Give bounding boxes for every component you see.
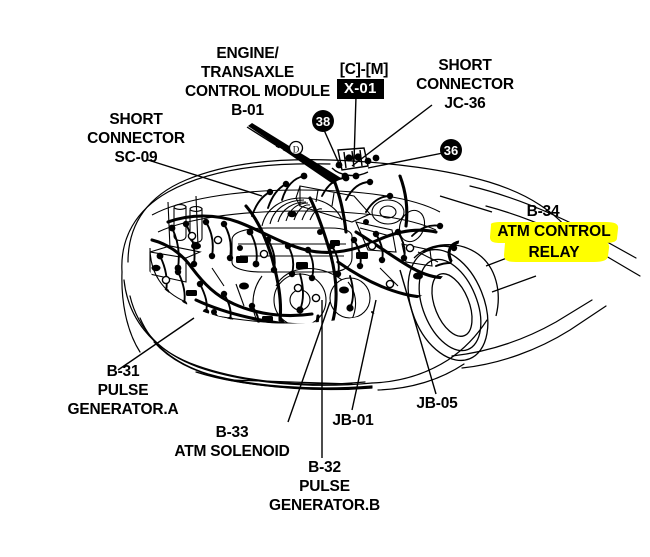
leader-jc36 (351, 104, 433, 167)
label-atm-control-relay-highlighted: ATM CONTROL RELAY (488, 221, 620, 265)
label-b34: B-34 (526, 203, 560, 220)
label-short-connector-jc36: SHORT CONNECTOR JC-36 (416, 57, 514, 112)
label-engine-transaxle-control-module: ENGINE/ TRANSAXLE CONTROL MODULE B-01 (185, 45, 331, 119)
label-c-m: [C]-[M] (339, 61, 389, 78)
label-b31-pulse-generator-a: B-31 PULSE GENERATOR.A (67, 363, 179, 418)
label-short-connector-sc09: SHORT CONNECTOR SC-09 (87, 111, 185, 166)
leader-38 (323, 129, 342, 169)
leader-b31 (117, 317, 195, 371)
top-connector-cluster (331, 147, 380, 180)
leader-b33 (287, 301, 331, 423)
engine-bay-components (149, 172, 460, 324)
callout-36: 36 (440, 139, 462, 161)
leader-b34 (439, 195, 493, 213)
leader-36 (367, 151, 449, 169)
atm-control-relay-text: ATM CONTROL RELAY (497, 223, 611, 261)
label-jb01: JB-01 (332, 412, 374, 429)
leader-lines (117, 95, 493, 458)
label-b32-pulse-generator-b: B-32 PULSE GENERATOR.B (269, 459, 380, 514)
leader-x01 (353, 95, 357, 163)
leader-sc09 (147, 159, 263, 197)
marker-d-letter: D (293, 145, 300, 155)
harness-connectors (151, 172, 458, 324)
ecm-pointer: D (246, 123, 341, 184)
callout-38: 38 (312, 110, 334, 132)
label-x01-box: X-01 (337, 79, 384, 99)
label-jb05: JB-05 (416, 395, 458, 412)
leader-jb01 (351, 299, 377, 411)
leader-jb05 (399, 269, 437, 395)
label-b33-atm-solenoid: B-33 ATM SOLENOID (174, 424, 290, 460)
car-body-outline (121, 159, 641, 391)
harness-terminals (161, 231, 415, 303)
